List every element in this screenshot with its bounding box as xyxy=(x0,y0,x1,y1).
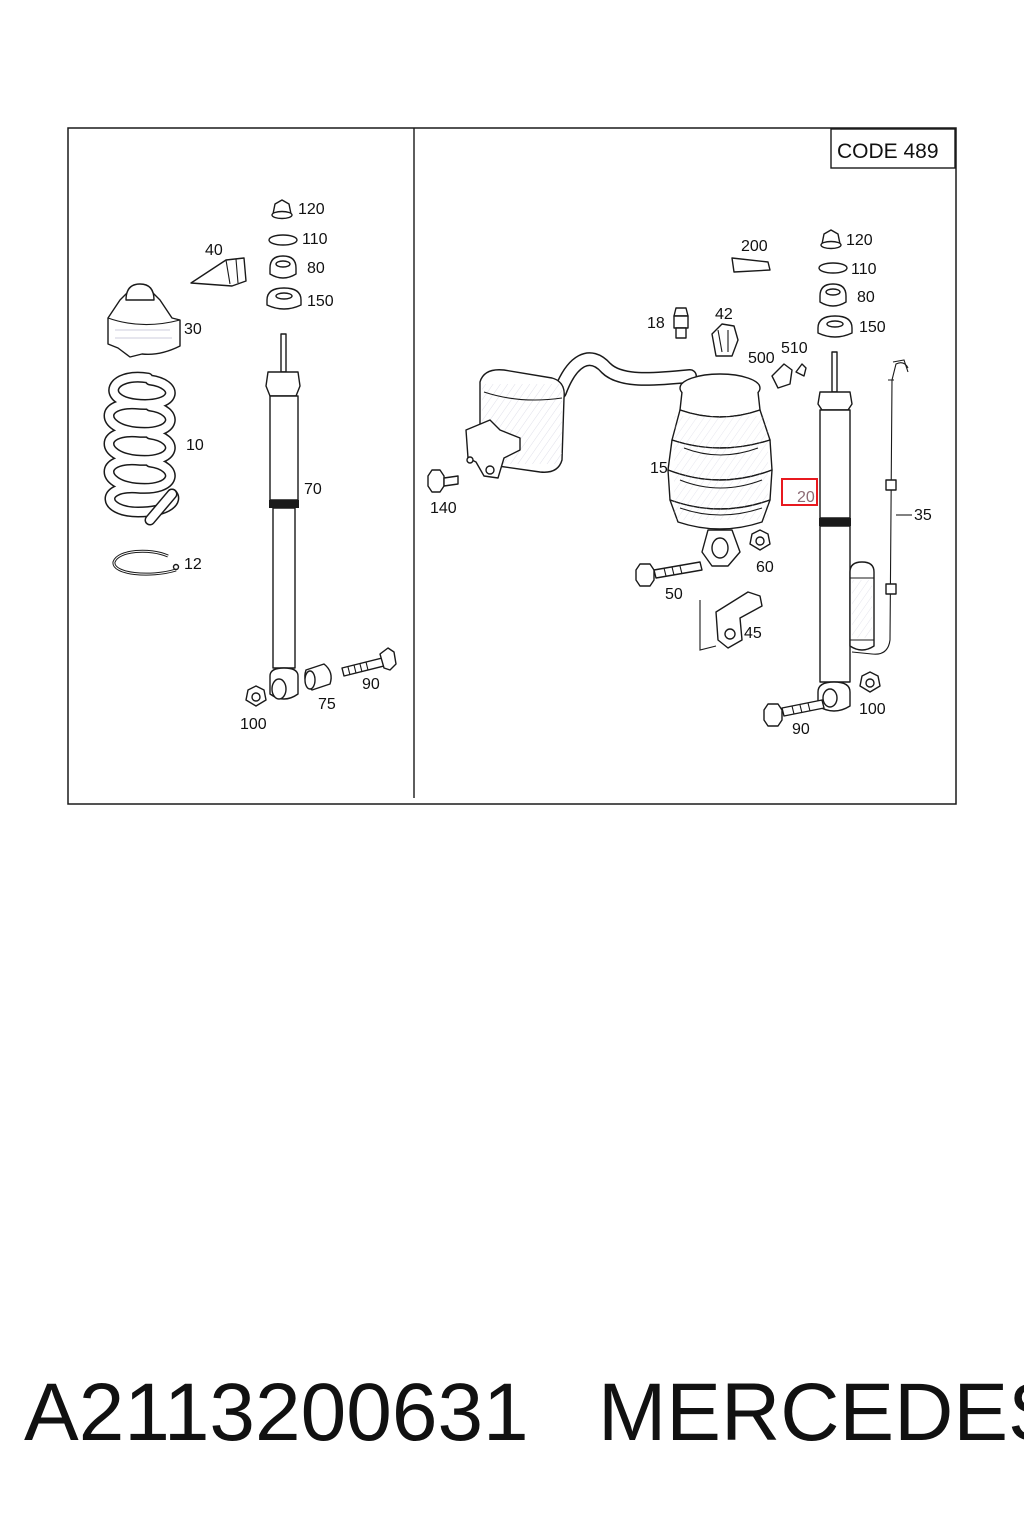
label-510: 510 xyxy=(781,340,808,357)
connector-icon xyxy=(771,363,807,389)
label-500: 500 xyxy=(748,350,775,367)
valve-icon xyxy=(673,307,689,339)
label-100: 100 xyxy=(859,701,886,718)
label-70: 70 xyxy=(304,481,322,498)
bump-stop-icon xyxy=(190,257,247,287)
label-80: 80 xyxy=(857,289,875,306)
label-35: 35 xyxy=(914,507,932,524)
bushing-icon xyxy=(269,255,297,279)
flange-nut-icon xyxy=(859,671,881,693)
label-80: 80 xyxy=(307,260,325,277)
label-12: 12 xyxy=(184,556,202,573)
label-40: 40 xyxy=(205,242,223,259)
label-100: 100 xyxy=(240,716,267,733)
bolt-icon xyxy=(635,561,703,587)
brand-name: MERCEDES xyxy=(598,1367,1024,1458)
shock-absorber-icon xyxy=(265,333,301,700)
label-10: 10 xyxy=(186,437,204,454)
part-number: A2113200631 xyxy=(24,1367,529,1458)
code-box xyxy=(830,128,956,169)
label-30: 30 xyxy=(184,321,202,338)
air-spring-icon xyxy=(667,373,773,567)
clip-icon xyxy=(711,323,739,357)
bracket-icon xyxy=(699,591,763,651)
label-140: 140 xyxy=(430,500,457,517)
label-110: 110 xyxy=(851,261,877,278)
label-110: 110 xyxy=(302,231,328,248)
label-120: 120 xyxy=(298,201,325,218)
label-15: 15 xyxy=(650,460,668,477)
bolt-icon xyxy=(763,699,825,727)
bushing-icon xyxy=(819,283,847,307)
label-60: 60 xyxy=(756,559,774,576)
flange-nut-icon xyxy=(749,529,771,551)
label-20[interactable]: 20 xyxy=(797,489,815,506)
retaining-ring-icon xyxy=(112,549,180,576)
nut-icon xyxy=(271,199,293,220)
clip-icon xyxy=(731,257,771,273)
label-42: 42 xyxy=(715,306,733,323)
bushing-icon xyxy=(304,663,332,691)
label-90: 90 xyxy=(362,676,380,693)
parts-diagram: CODE 489 xyxy=(67,127,957,805)
label-50: 50 xyxy=(665,586,683,603)
highlight-box[interactable] xyxy=(781,478,818,506)
washer-icon xyxy=(818,262,848,274)
reservoir-icon xyxy=(465,369,565,479)
label-75: 75 xyxy=(318,696,336,713)
bolt-icon xyxy=(341,647,397,677)
spring-seat-icon xyxy=(107,283,181,358)
nut-icon xyxy=(820,229,842,250)
label-150: 150 xyxy=(307,293,334,310)
label-18: 18 xyxy=(647,315,665,332)
diagram-frame xyxy=(67,127,957,805)
coil-spring-icon xyxy=(103,371,180,526)
washer-icon xyxy=(268,234,298,246)
flange-nut-icon xyxy=(245,685,267,707)
mount-icon xyxy=(266,287,302,310)
sensor-cable-icon xyxy=(851,359,912,655)
label-45: 45 xyxy=(744,625,762,642)
label-120: 120 xyxy=(846,232,873,249)
label-90: 90 xyxy=(792,721,810,738)
shock-absorber-icon xyxy=(817,351,875,712)
label-200: 200 xyxy=(741,238,768,255)
code-label: CODE 489 xyxy=(837,140,939,163)
bolt-icon xyxy=(427,469,459,493)
label-150: 150 xyxy=(859,319,886,336)
mount-icon xyxy=(817,315,853,338)
